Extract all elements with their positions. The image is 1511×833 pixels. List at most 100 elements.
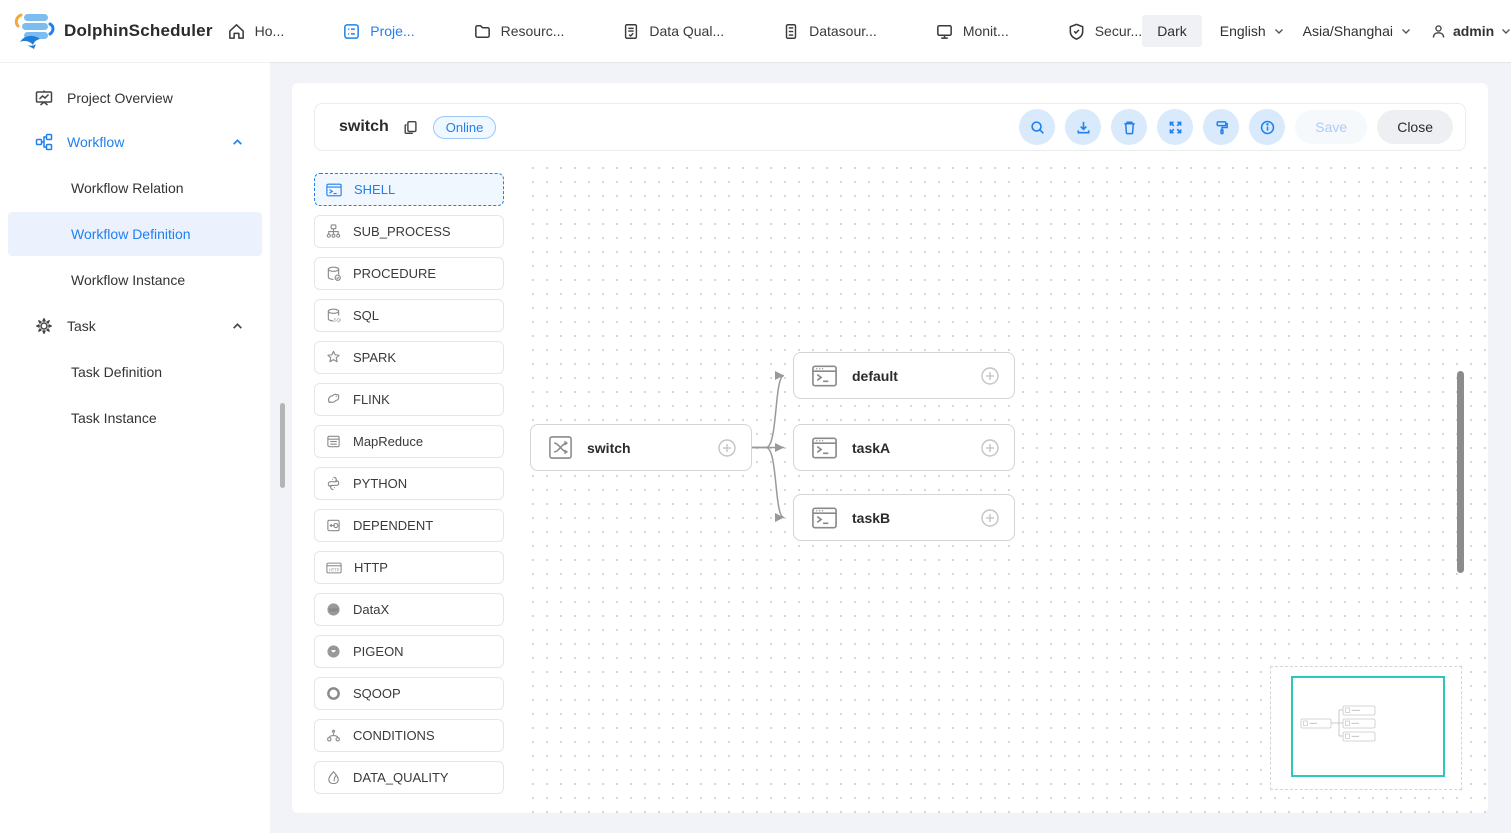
copy-icon[interactable] [403,119,419,136]
header-controls: Dark English Asia/Shanghai admin [1142,15,1511,47]
task-type-flink[interactable]: FLINK [314,383,504,416]
procedure-icon [326,266,341,281]
task-type-mapreduce[interactable]: MapReduce [314,425,504,458]
task-type-procedure[interactable]: PROCEDURE [314,257,504,290]
svg-text:DataX: DataX [329,608,339,612]
plus-circle-icon[interactable] [980,508,1000,528]
chevron-down-icon [1500,25,1511,37]
download-icon [1075,119,1092,136]
workflow-name: switch [339,118,389,135]
task-type-dependent[interactable]: DEPENDENT [314,509,504,542]
top-navbar: DolphinScheduler Ho... Proje... Resourc.… [0,0,1511,62]
fullscreen-icon [1167,119,1184,136]
project-overview-icon [34,88,54,108]
sidebar-item-workflow-relation[interactable]: Workflow Relation [71,180,184,196]
chevron-up-icon [231,320,244,333]
delete-button[interactable] [1111,109,1148,145]
project-icon [342,22,361,41]
canvas-vertical-scrollbar[interactable] [1457,371,1464,573]
spark-icon [326,350,341,365]
nav-monitor[interactable]: Monit... [935,22,1009,41]
shell-task-icon [811,436,838,460]
security-icon [1067,22,1086,41]
flink-icon [326,392,341,407]
user-menu[interactable]: admin [1430,23,1511,40]
info-icon [1259,119,1276,136]
home-icon [227,22,246,41]
sidebar-item-workflow-instance[interactable]: Workflow Instance [71,272,186,288]
sidebar-item-task-definition[interactable]: Task Definition [71,364,163,380]
task-type-python[interactable]: PYTHON [314,467,504,500]
dag-node-taskB[interactable]: taskB [793,494,1015,541]
task-type-shell[interactable]: SHELL [314,173,504,206]
task-type-sub-process[interactable]: SUB_PROCESS [314,215,504,248]
save-button[interactable]: Save [1295,110,1368,144]
format-icon [1213,119,1230,136]
fullscreen-button[interactable] [1157,109,1194,145]
nav-security[interactable]: Secur... [1067,22,1142,41]
nav-datasource[interactable]: Datasour... [782,22,877,41]
info-button[interactable] [1249,109,1286,145]
task-type-data-quality[interactable]: DATA_QUALITY [314,761,504,794]
dolphinscheduler-logo-icon [12,10,58,52]
toolbar-actions: Save Close [1019,109,1453,145]
dag-editor-panel: switch Online Save Close [292,83,1488,813]
minimap[interactable] [1270,666,1462,790]
download-button[interactable] [1065,109,1102,145]
task-type-http[interactable]: HTTP HTTP [314,551,504,584]
dag-canvas[interactable]: switch default taskA [522,155,1488,813]
gear-icon [34,316,54,336]
sidebar-item-task-instance[interactable]: Task Instance [71,410,157,426]
python-icon [326,476,341,491]
sqoop-icon [326,686,341,701]
folder-icon [473,22,492,41]
search-icon [1029,119,1046,136]
task-type-datax[interactable]: DataX DataX [314,593,504,626]
delete-icon [1121,119,1138,136]
task-type-pigeon[interactable]: PIGEON [314,635,504,668]
format-button[interactable] [1203,109,1240,145]
sidebar-scrollbar[interactable] [280,403,285,488]
http-icon: HTTP [326,561,342,575]
nav-home[interactable]: Ho... [227,22,284,41]
brand[interactable]: DolphinScheduler [0,10,213,52]
nav-resources[interactable]: Resourc... [473,22,564,41]
dag-node-taskA[interactable]: taskA [793,424,1015,471]
nav-data-quality[interactable]: Data Qual... [622,22,724,41]
language-dropdown[interactable]: English [1220,23,1285,39]
datasource-icon [782,22,800,41]
sidebar-item-task[interactable]: Task [0,304,270,348]
close-button[interactable]: Close [1377,110,1453,144]
sidebar-item-project-overview[interactable]: Project Overview [0,76,270,120]
data-quality-nav-icon [622,22,640,41]
theme-toggle-button[interactable]: Dark [1142,15,1202,47]
task-type-sqoop[interactable]: SQOOP [314,677,504,710]
nav-project[interactable]: Proje... [342,22,415,41]
pigeon-icon [326,644,341,659]
dag-node-default[interactable]: default [793,352,1015,399]
timezone-dropdown[interactable]: Asia/Shanghai [1303,23,1412,39]
sql-icon: SQL [326,308,341,323]
workflow-icon [34,132,54,152]
svg-text:SQL: SQL [334,318,342,323]
shell-icon [326,183,342,197]
main-nav: Ho... Proje... Resourc... Data Qual... D… [227,22,1142,41]
task-type-conditions[interactable]: CONDITIONS [314,719,504,752]
dag-node-switch[interactable]: switch [530,424,752,471]
plus-circle-icon[interactable] [980,366,1000,386]
minimap-viewport[interactable] [1291,676,1445,777]
sidebar-item-workflow[interactable]: Workflow [0,120,270,164]
chevron-up-icon [231,136,244,149]
task-type-sql[interactable]: SQL SQL [314,299,504,332]
search-button[interactable] [1019,109,1056,145]
chevron-down-icon [1400,25,1412,37]
plus-circle-icon[interactable] [980,438,1000,458]
plus-circle-icon[interactable] [717,438,737,458]
sidebar-item-workflow-definition[interactable]: Workflow Definition [8,212,262,256]
conditions-icon [326,728,341,743]
brand-name: DolphinScheduler [64,21,213,40]
mapreduce-icon [326,434,341,449]
chevron-down-icon [1273,25,1285,37]
datax-icon: DataX [326,602,341,617]
task-type-spark[interactable]: SPARK [314,341,504,374]
